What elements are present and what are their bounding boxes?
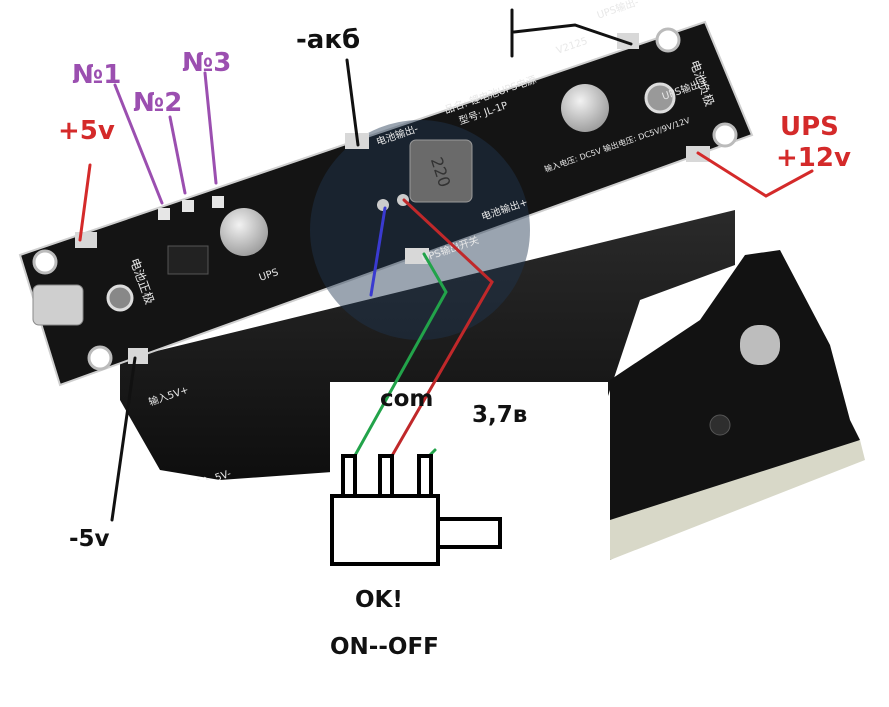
line-plus-5v (78, 163, 92, 242)
label-battery-voltage: 3,7в (472, 402, 528, 428)
capacitor (561, 84, 609, 132)
label-com: com (380, 386, 434, 412)
led-1 (158, 208, 170, 220)
wire-red-battery (383, 198, 494, 470)
switch-pin-left (341, 454, 357, 498)
silk-ups-out-minus: UPS输出- (595, 0, 641, 22)
switch-body (330, 494, 440, 566)
battery-holder-right (610, 250, 865, 560)
pcb-board: 220 电池输出- 品名: 锂电池UPS电源 型号: JL-1P V2125 U… (18, 0, 754, 492)
switch-pin-middle (378, 454, 394, 498)
label-ok: OK! (355, 587, 403, 613)
silk-version: V2125 (555, 36, 589, 57)
line-ups-plus (696, 151, 814, 198)
wire-blue (369, 206, 387, 297)
switch-pin-right (417, 454, 433, 498)
wire-green-com (346, 252, 448, 470)
led-2 (182, 200, 194, 212)
switch-pin-1 (377, 199, 389, 211)
mounting-hole (32, 249, 58, 275)
led-3 (212, 196, 224, 208)
ic-chip (167, 245, 209, 275)
label-switch-type: ON--OFF (330, 634, 439, 660)
mounting-hole (712, 122, 738, 148)
mounting-hole (655, 27, 681, 53)
spring-contact (740, 325, 780, 365)
inductor (409, 139, 473, 203)
pad-input-plus (75, 232, 97, 248)
screw (644, 82, 676, 114)
line-led-2 (168, 115, 187, 195)
line-battery-minus (345, 58, 360, 147)
usb-c-connector (32, 284, 84, 326)
label-led-3: №3 (182, 48, 232, 78)
screw (106, 284, 134, 312)
holder-hole (709, 414, 731, 436)
label-battery-minus: -акб (296, 25, 361, 55)
pad-input-minus (128, 348, 148, 364)
mounting-hole (87, 345, 113, 371)
label-plus-5v: +5v (58, 116, 115, 146)
label-ups-voltage: +12v (776, 143, 851, 173)
pad-ups-minus (617, 33, 639, 49)
switch-lever (436, 517, 502, 549)
line-ups-minus-b (512, 23, 633, 46)
capacitor (220, 208, 268, 256)
line-minus-5v (110, 356, 137, 522)
label-ups-output: UPS (780, 112, 839, 142)
label-led-1: №1 (72, 60, 122, 90)
label-minus-5v: -5v (69, 526, 110, 552)
slide-switch-drawing (330, 454, 502, 566)
line-led-3 (203, 71, 218, 185)
annotation-lines (78, 8, 814, 522)
label-led-2: №2 (133, 88, 183, 118)
line-led-1 (113, 83, 164, 205)
pad-battery-plus (405, 248, 429, 264)
